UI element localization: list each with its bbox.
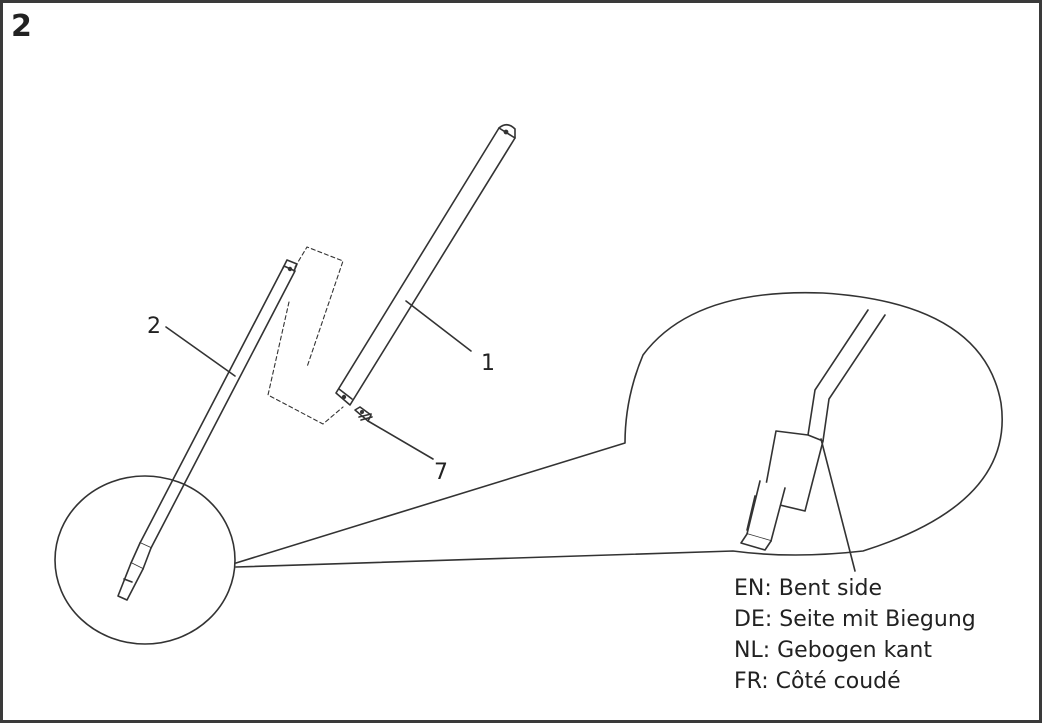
pole-part-2 <box>117 259 298 601</box>
callout-label-2: 2 <box>147 314 161 339</box>
leader-line-7 <box>367 420 434 460</box>
legend-en: EN: Bent side <box>734 576 883 601</box>
screw-part-7 <box>354 406 373 422</box>
assembly-guide-line <box>267 246 344 425</box>
magnified-detail-bubble <box>235 291 1003 568</box>
bent-side-leader-line <box>820 438 856 572</box>
legend-de: DE: Seite mit Biegung <box>734 607 976 632</box>
leader-line-2 <box>165 326 236 377</box>
magnified-bent-pole <box>740 309 886 551</box>
step-number: 2 <box>11 9 32 44</box>
pole-part-1 <box>335 123 516 406</box>
detail-circle-small <box>54 475 236 645</box>
legend-nl: NL: Gebogen kant <box>734 638 932 663</box>
callout-label-7: 7 <box>434 460 448 485</box>
assembly-diagram: 2 1 7 <box>54 123 1003 645</box>
leader-line-1 <box>405 300 472 352</box>
bent-side-legend: EN: Bent side DE: Seite mit Biegung NL: … <box>734 573 976 697</box>
legend-fr: FR: Côté coudé <box>734 669 901 694</box>
callout-label-1: 1 <box>481 351 495 376</box>
